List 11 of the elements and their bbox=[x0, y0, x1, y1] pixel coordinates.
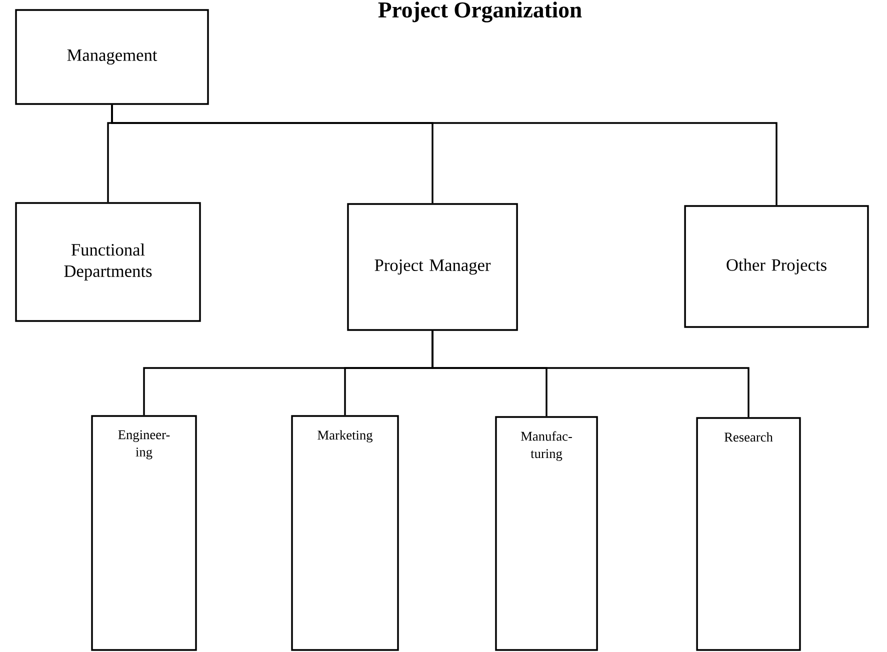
connector-line bbox=[432, 330, 750, 418]
org-box: Research bbox=[696, 417, 801, 651]
org-box: Other Projects bbox=[684, 205, 869, 328]
org-box: Project Manager bbox=[347, 203, 518, 331]
org-box: Functional Departments bbox=[15, 202, 201, 322]
org-box: Manufac- turing bbox=[495, 416, 598, 651]
org-box: Engineer- ing bbox=[91, 415, 197, 651]
title: Project Organization bbox=[378, 2, 582, 22]
org-box: Marketing bbox=[291, 415, 399, 651]
org-box: Management bbox=[15, 9, 209, 105]
connector-line bbox=[111, 104, 778, 206]
